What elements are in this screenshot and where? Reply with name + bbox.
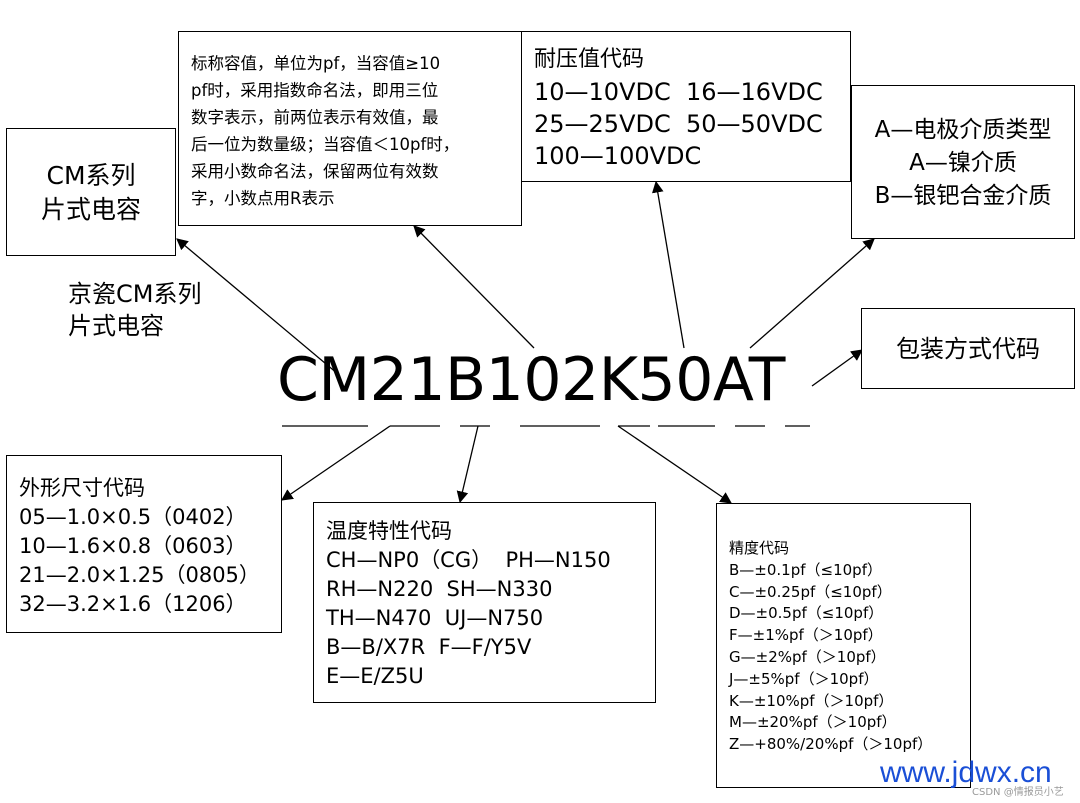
arrow-to-voltage: [651, 180, 685, 349]
capacitance-box: 标称容值，单位为pf，当容值≥10 pf时，采用指数命名法，即用三位 数字表示，…: [178, 31, 522, 226]
size-box: 外形尺寸代码 05—1.0×0.5（0402） 10—1.6×0.8（0603）…: [6, 455, 282, 633]
packaging-label: 包装方式代码: [896, 335, 1040, 363]
capacitance-line-3: 数字表示，前两位表示有效值，最: [191, 108, 439, 127]
dielectric-line-1: A—电极介质类型: [874, 117, 1052, 143]
size-line-3: 21—2.0×1.25（0805）: [19, 563, 260, 587]
dielectric-line-2: A—镍介质: [909, 150, 1017, 176]
series-box: CM系列 片式电容: [6, 128, 176, 256]
tolerance-line-5: G—±2%pf（＞10pf）: [729, 647, 886, 666]
packaging-box: 包装方式代码: [861, 308, 1075, 389]
arrow-to-capacitance: [413, 225, 535, 349]
side-label-line-2: 片式电容: [68, 312, 164, 340]
voltage-box: 耐压值代码 10—10VDC 16—16VDC 25—25VDC 50—50VD…: [521, 31, 851, 182]
temp-box: 温度特性代码 CH—NP0（CG） PH—N150 RH—N220 SH—N33…: [313, 502, 656, 703]
arrow-to-packaging: [811, 349, 863, 387]
size-line-4: 32—3.2×1.6（1206）: [19, 592, 247, 616]
tolerance-line-8: M—±20%pf（＞10pf）: [729, 713, 897, 732]
voltage-line-3: 100—100VDC: [534, 142, 702, 170]
side-label-line-1: 京瓷CM系列: [68, 280, 202, 308]
size-title: 外形尺寸代码: [19, 476, 145, 500]
temp-line-5: E—E/Z5U: [326, 664, 424, 688]
temp-line-1: CH—NP0（CG） PH—N150: [326, 548, 611, 572]
side-label: 京瓷CM系列 片式电容: [68, 278, 201, 342]
dielectric-box: A—电极介质类型 A—镍介质 B—银钯合金介质: [851, 85, 1075, 239]
capacitance-line-5: 采用小数命名法，保留两位有效数: [191, 162, 439, 181]
size-line-1: 05—1.0×0.5（0402）: [19, 505, 247, 529]
voltage-title: 耐压值代码: [534, 47, 645, 72]
tolerance-line-4: F—±1%pf（＞10pf）: [729, 626, 883, 645]
arrow-to-series: [176, 238, 339, 375]
tolerance-line-2: C—±0.25pf（≤10pf）: [729, 582, 892, 601]
tolerance-line-7: K—±10%pf（＞10pf）: [729, 691, 894, 710]
credit-text: CSDN @情报员小艺: [972, 787, 1064, 798]
tolerance-line-9: Z—+80%/20%pf（＞10pf）: [729, 735, 933, 754]
tolerance-line-3: D—±0.5pf（≤10pf）: [729, 604, 884, 623]
capacitance-line-4: 后一位为数量级；当容值＜10pf时，: [191, 135, 460, 154]
size-line-2: 10—1.6×0.8（0603）: [19, 534, 247, 558]
capacitance-line-2: pf时，采用指数命名法，即用三位: [191, 81, 439, 100]
watermark: www.jdwx.cn: [880, 756, 1052, 789]
capacitance-line-1: 标称容值，单位为pf，当容值≥10: [191, 54, 441, 73]
temp-title: 温度特性代码: [326, 519, 452, 543]
arrow-to-temp: [456, 425, 479, 504]
tolerance-line-1: B—±0.1pf（≤10pf）: [729, 560, 882, 579]
temp-line-2: RH—N220 SH—N330: [326, 577, 553, 601]
voltage-line-1: 10—10VDC 16—16VDC: [534, 78, 823, 106]
temp-line-3: TH—N470 UJ—N750: [326, 606, 544, 630]
arrow-to-dielectric: [749, 238, 875, 349]
arrow-to-size: [281, 425, 391, 501]
tolerance-line-6: J—±5%pf（＞10pf）: [729, 669, 879, 688]
part-code: CM21B102K50AT: [277, 345, 785, 415]
tolerance-title: 精度代码: [729, 539, 790, 557]
dielectric-line-3: B—银钯合金介质: [874, 183, 1052, 209]
series-line-1: CM系列: [46, 161, 136, 190]
capacitance-line-6: 字，小数点用R表示: [191, 189, 335, 208]
tolerance-box: 精度代码 B—±0.1pf（≤10pf） C—±0.25pf（≤10pf） D—…: [716, 503, 971, 788]
series-line-2: 片式电容: [40, 195, 141, 224]
temp-line-4: B—B/X7R F—F/Y5V: [326, 635, 532, 659]
arrow-to-tolerance: [617, 425, 732, 504]
voltage-line-2: 25—25VDC 50—50VDC: [534, 110, 823, 138]
